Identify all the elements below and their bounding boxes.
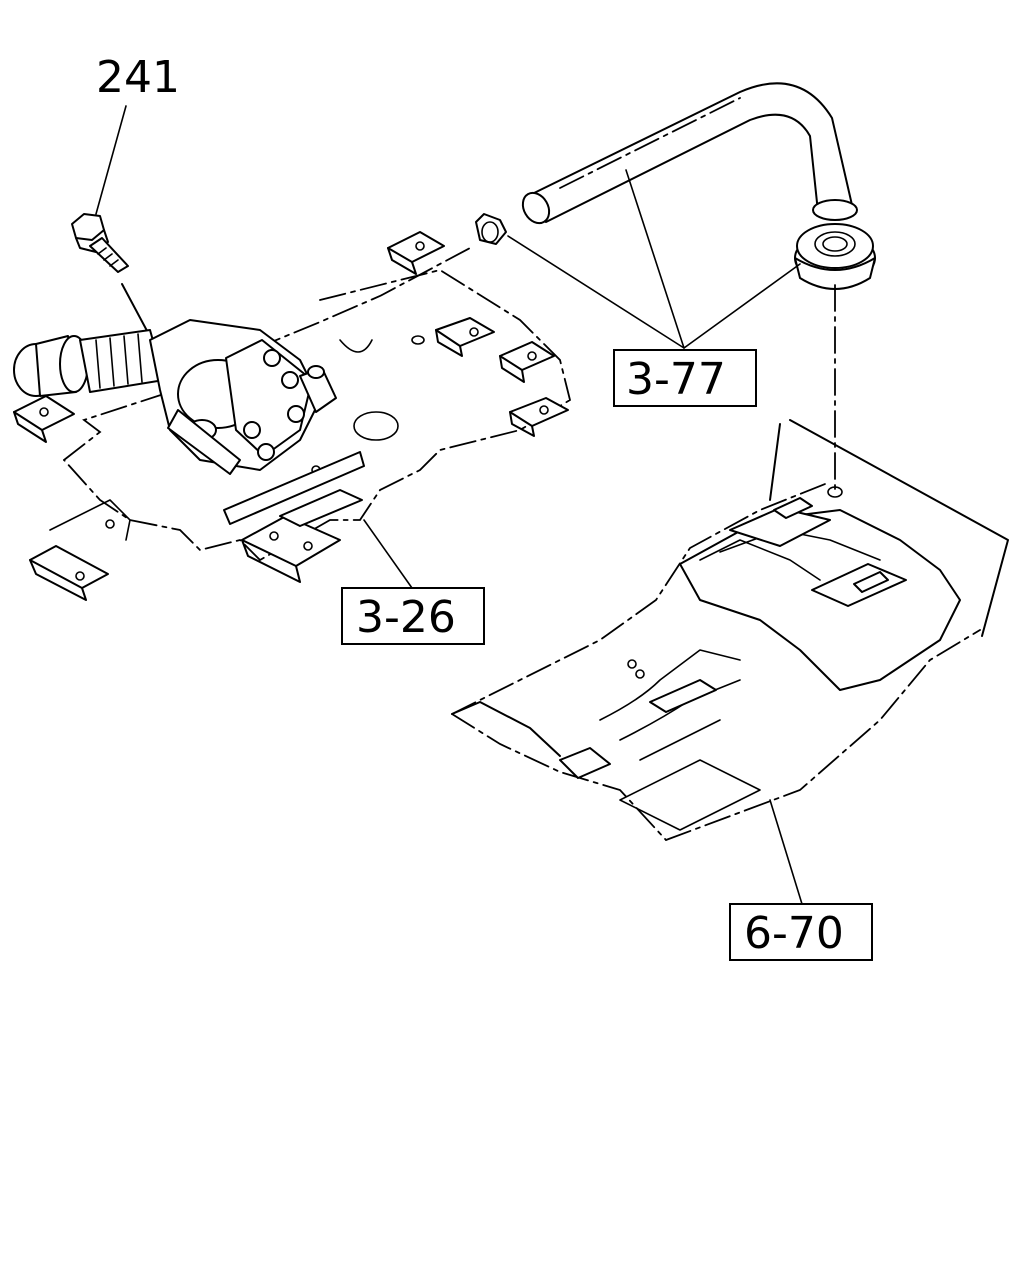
bolt-part[interactable] — [71, 213, 201, 431]
floor-panel[interactable] — [451, 419, 1009, 905]
vent-hose[interactable] — [518, 82, 858, 228]
callout-3-77-label: 3-77 — [626, 354, 726, 405]
callout-3-26-box — [341, 587, 485, 645]
actuator-motor[interactable] — [13, 319, 337, 475]
leader-lines-3-77 — [507, 169, 801, 349]
grommet[interactable] — [794, 223, 876, 290]
callout-6-70[interactable]: 6-70 — [729, 903, 873, 961]
hose-clip[interactable] — [475, 213, 507, 245]
callout-3-26[interactable]: 3-26 — [341, 587, 485, 645]
callout-3-26-label: 3-26 — [356, 592, 456, 643]
callout-3-77-box — [613, 349, 757, 407]
callout-3-77[interactable]: 3-77 — [613, 349, 757, 407]
callout-241-label: 241 — [96, 52, 180, 103]
callout-6-70-box — [729, 903, 873, 961]
callout-6-70-label: 6-70 — [744, 908, 844, 959]
callout-241[interactable]: 241 — [95, 52, 180, 215]
